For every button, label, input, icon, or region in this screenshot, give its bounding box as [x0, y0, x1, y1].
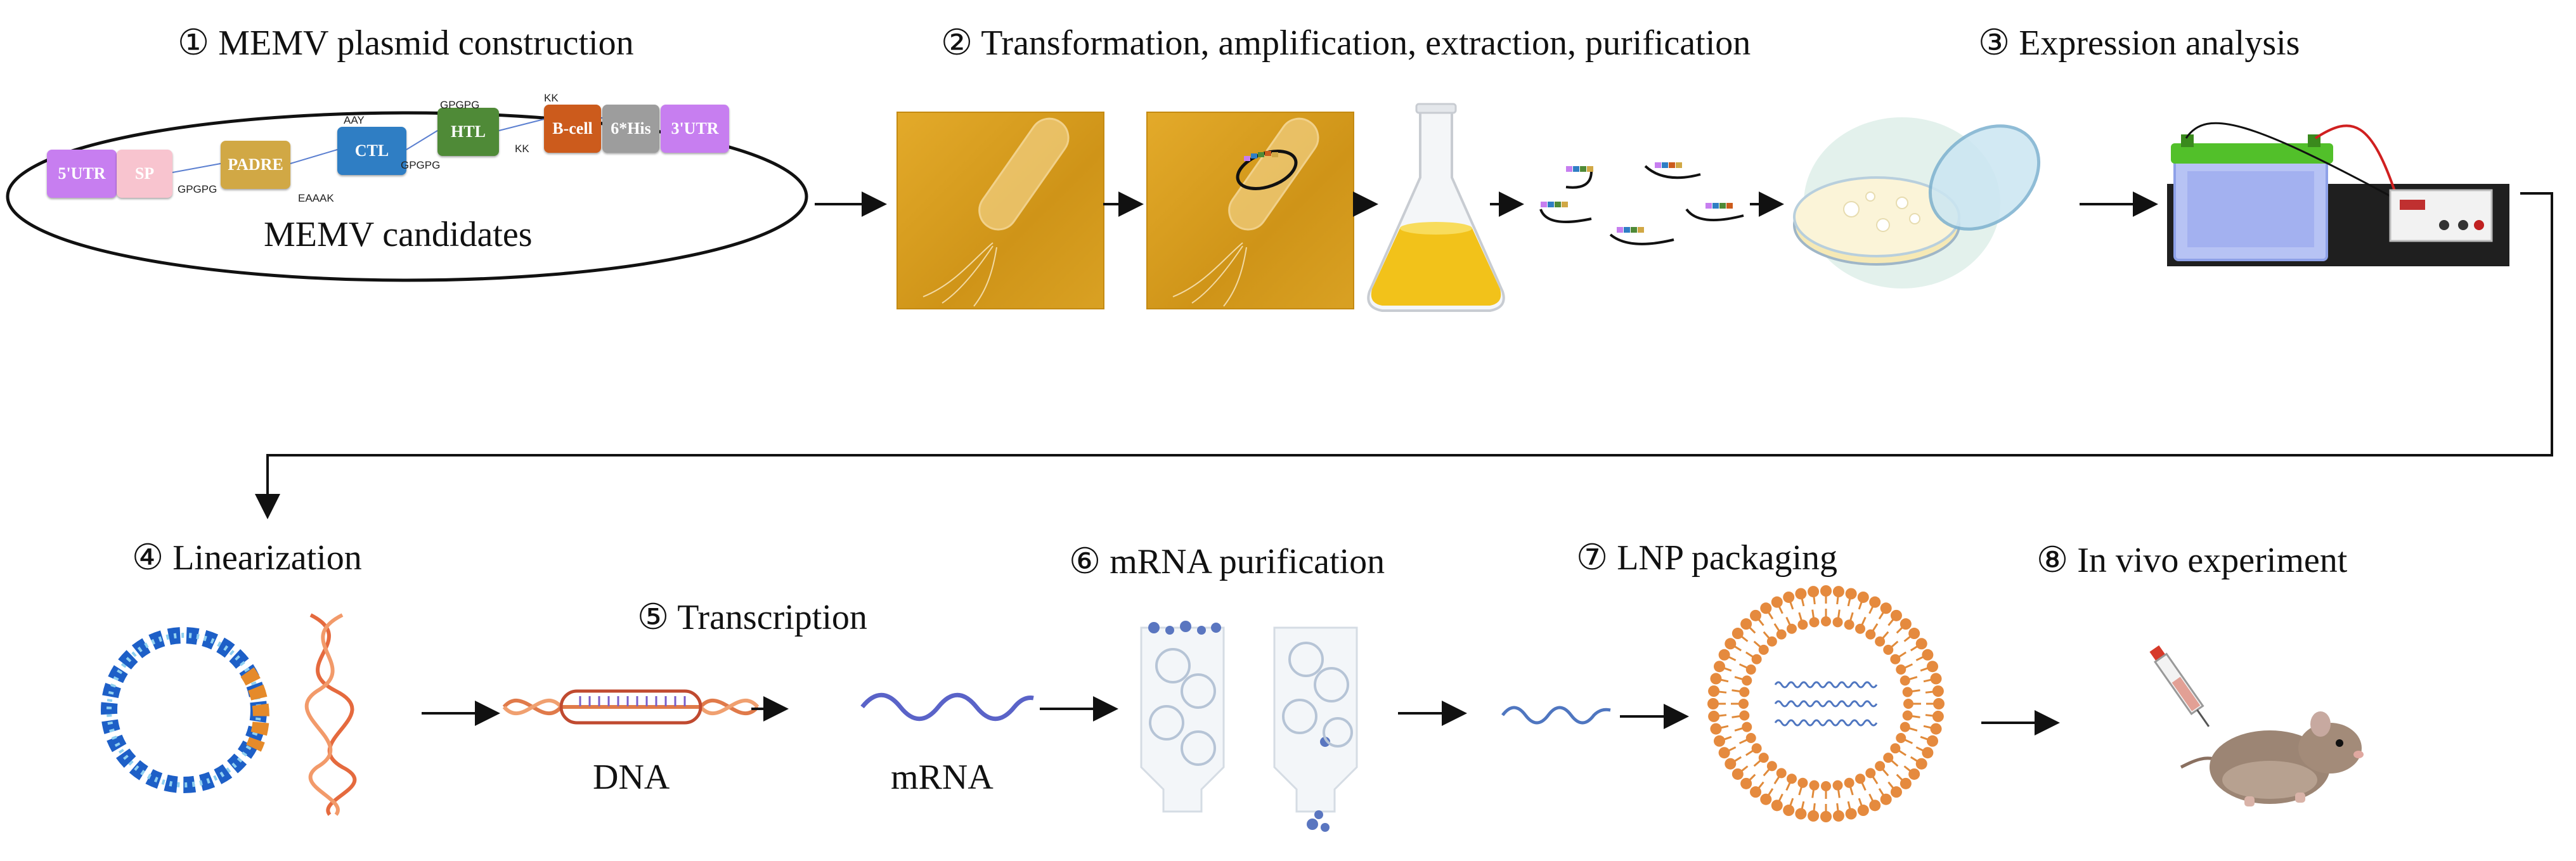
utr3-segment: 3'UTR — [661, 105, 729, 153]
step-5-title: ⑤ Transcription — [637, 598, 867, 637]
linker-gpgpg-1: GPGPG — [178, 183, 217, 195]
linker-kk-2: KK — [515, 143, 529, 155]
linker-eaaak: EAAAK — [298, 192, 334, 204]
step-8-title: ⑧ In vivo experiment — [2036, 541, 2348, 580]
his-tag-segment: 6*His — [602, 105, 659, 153]
purification-column-icon — [1140, 621, 1358, 832]
electrophoresis-tank-icon — [2167, 122, 2509, 266]
htl-segment: HTL — [437, 108, 499, 156]
sp-segment: SP — [117, 150, 172, 198]
mouse-icon — [2180, 711, 2364, 806]
step-7-title: ⑦ LNP packaging — [1576, 538, 1838, 578]
linear-dna-icon — [304, 613, 357, 816]
utr5-segment: 5'UTR — [47, 150, 117, 198]
dna-label: DNA — [593, 758, 670, 797]
dna-template-icon — [502, 689, 760, 725]
mrna-label: mRNA — [891, 758, 994, 797]
plasmid-caption: MEMV candidates — [264, 215, 533, 254]
linker-kk-1: KK — [544, 92, 559, 104]
petri-dish-icon — [1793, 117, 2041, 288]
step-6-title: ⑥ mRNA purification — [1069, 542, 1385, 581]
mrna-icon-lnp — [1501, 706, 1611, 725]
step-1-title: ① MEMV plasmid construction — [178, 23, 634, 63]
ctl-segment: CTL — [337, 127, 406, 175]
bacterium-icon — [896, 112, 1104, 309]
mrna-icon — [860, 692, 1034, 722]
linker-gpgpg-2: GPGPG — [401, 159, 441, 171]
row-connector-arrow — [255, 192, 2553, 519]
transformed-bacterium-icon — [1146, 112, 1354, 309]
step-3-title: ③ Expression analysis — [1978, 23, 2300, 63]
step-2-title: ② Transformation, amplification, extract… — [941, 23, 1751, 63]
erlenmeyer-flask-icon — [1367, 103, 1505, 312]
padre-segment: PADRE — [221, 141, 290, 189]
syringe-icon — [2149, 645, 2210, 727]
linker-gpgpg-3: GPGPG — [440, 99, 480, 111]
step-4-title: ④ Linearization — [132, 538, 362, 578]
lipid-nanoparticle-icon — [1707, 585, 1945, 822]
plasmid-icon — [1539, 162, 1744, 245]
linker-aay: AAY — [344, 114, 365, 126]
circular-dna-icon — [101, 627, 269, 793]
bcell-segment: B-cell — [544, 105, 601, 153]
